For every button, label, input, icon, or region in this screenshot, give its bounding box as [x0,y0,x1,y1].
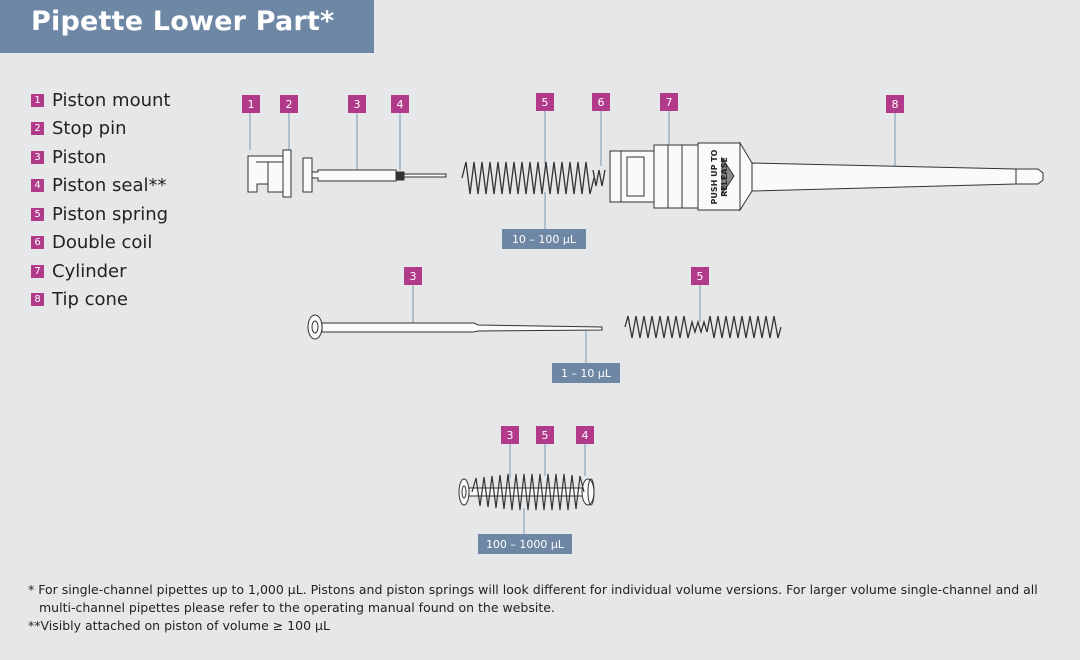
cylinder-text-line2: RELEASE [720,157,729,197]
leader-lines-bottom [509,444,586,535]
callout-1-label: 1 [248,98,255,111]
callout-6-label: 6 [598,96,605,109]
callout-middle-5-label: 5 [697,270,704,283]
legend-number: 6 [31,236,44,250]
cylinder-text-line1: PUSH UP TO [710,149,719,204]
legend-number: 1 [31,93,44,107]
legend-label: Tip cone [52,289,128,311]
footnotes: * For single-channel pipettes up to 1,00… [28,581,1068,635]
legend-label: Stop pin [52,118,127,140]
legend-label: Piston mount [52,89,171,111]
callouts-middle: 3 5 [404,267,709,285]
footnote-single-channel: * For single-channel pipettes up to 1,00… [28,582,1038,615]
legend-number: 2 [31,122,44,136]
legend-number: 3 [31,150,44,164]
piston-part-middle [307,314,603,340]
piston-spring-top [461,161,595,195]
callout-middle-3-label: 3 [410,270,417,283]
callout-7-label: 7 [666,96,673,109]
legend-number: 7 [31,264,44,278]
callouts-top: 1 2 3 4 5 6 7 8 [242,93,904,113]
callout-middle-5: 5 [691,267,709,285]
double-coil-part [592,169,606,187]
callout-5: 5 [536,93,554,111]
volume-label-middle: 1 – 10 µL [561,367,612,380]
legend-number: 4 [31,179,44,193]
piston-spring-middle [624,315,782,339]
footnote-seal: **Visibly attached on piston of volume ≥… [28,618,330,633]
callout-bottom-5-label: 5 [542,429,549,442]
volume-box-bottom: 100 – 1000 µL [478,534,572,554]
legend-item-piston: 3 Piston [31,143,170,172]
cylinder-part [609,141,753,212]
title-bar: Pipette Lower Part* [0,0,374,53]
callout-8: 8 [886,95,904,113]
callout-5-label: 5 [542,96,549,109]
legend-label: Piston seal** [52,175,167,197]
legend-number: 8 [31,293,44,307]
volume-box-middle: 1 – 10 µL [552,363,620,383]
callout-1: 1 [242,95,260,113]
callout-bottom-3-label: 3 [507,429,514,442]
callout-7: 7 [660,93,678,111]
volume-box-top: 10 – 100 µL [502,229,586,249]
volume-label-top: 10 – 100 µL [512,233,577,246]
piston-part-top [302,157,447,193]
legend-item-cylinder: 7 Cylinder [31,257,170,286]
callout-bottom-3: 3 [501,426,519,444]
callout-3-label: 3 [354,98,361,111]
callout-8-label: 8 [892,98,899,111]
callouts-bottom: 3 5 4 [501,426,594,444]
legend-item-piston-mount: 1 Piston mount [31,86,170,115]
legend-item-tip-cone: 8 Tip cone [31,286,170,315]
legend-item-piston-spring: 5 Piston spring [31,200,170,229]
callout-3: 3 [348,95,366,113]
callout-bottom-4: 4 [576,426,594,444]
page-title: Pipette Lower Part* [31,6,335,37]
legend-label: Piston [52,146,107,168]
legend-item-double-coil: 6 Double coil [31,229,170,258]
callout-bottom-5: 5 [536,426,554,444]
tip-cone-part [751,162,1044,192]
assembled-piston-bottom [458,473,595,511]
callout-middle-3: 3 [404,267,422,285]
legend-item-stop-pin: 2 Stop pin [31,115,170,144]
callout-2: 2 [280,95,298,113]
piston-mount-part [247,149,292,198]
callout-4-label: 4 [397,98,404,111]
legend-label: Cylinder [52,260,127,282]
callout-2-label: 2 [286,98,293,111]
legend-number: 5 [31,207,44,221]
legend-item-piston-seal: 4 Piston seal** [31,172,170,201]
callout-6: 6 [592,93,610,111]
callout-bottom-4-label: 4 [582,429,589,442]
piston-spring-bottom [471,473,585,511]
legend-label: Double coil [52,232,153,254]
volume-label-bottom: 100 – 1000 µL [486,538,565,551]
callout-4: 4 [391,95,409,113]
legend-label: Piston spring [52,203,169,225]
